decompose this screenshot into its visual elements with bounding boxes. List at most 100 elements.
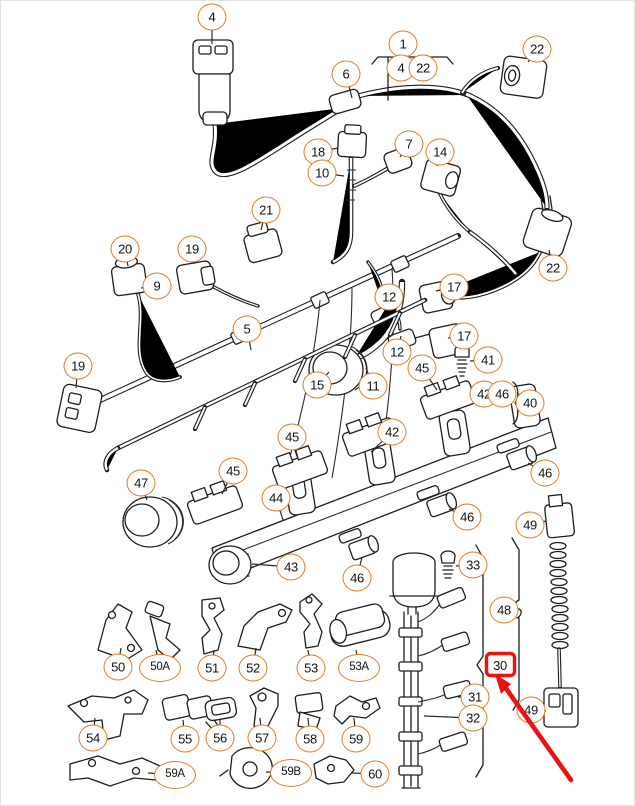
callout-label: 58: [303, 731, 317, 747]
callout-label: 41: [481, 352, 495, 368]
callout-48[interactable]: 48: [489, 596, 519, 624]
bracket-59A: [69, 755, 161, 787]
callout-30[interactable]: 30: [485, 654, 515, 676]
callout-6[interactable]: 6: [331, 60, 361, 88]
callout-57[interactable]: 57: [247, 724, 277, 752]
callout-label: 46: [495, 386, 509, 402]
callout-label: 48: [497, 602, 511, 618]
callout-label: 46: [538, 465, 552, 481]
callout-43[interactable]: 43: [276, 553, 306, 581]
callout-59[interactable]: 59: [341, 725, 371, 753]
connector-19-mid: [175, 260, 260, 308]
callout-49[interactable]: 49: [516, 696, 546, 724]
callout-label: 4: [208, 9, 216, 25]
callout-label: 33: [466, 557, 480, 573]
callout-45[interactable]: 45: [277, 423, 307, 451]
callout-46[interactable]: 46: [487, 380, 517, 408]
connector-4: [192, 39, 234, 126]
bracket-50A: [144, 600, 181, 661]
callout-label: 40: [523, 395, 537, 411]
callout-54[interactable]: 54: [78, 724, 108, 752]
connector-21: [243, 221, 283, 264]
connectors-46: [338, 438, 538, 561]
bracket-57: [249, 687, 279, 731]
callout-22[interactable]: 22: [538, 254, 568, 282]
callout-label: 53A: [349, 661, 369, 674]
callout-label: 55: [178, 731, 192, 747]
callout-11[interactable]: 11: [358, 372, 388, 400]
callout-45[interactable]: 45: [218, 457, 248, 485]
callout-label: 59B: [281, 766, 301, 779]
sleeve-53A: [329, 603, 391, 647]
callout-46[interactable]: 46: [530, 459, 560, 487]
bracket-56: [204, 696, 238, 729]
bracket-55: [161, 693, 219, 737]
callout-22[interactable]: 22: [408, 54, 438, 82]
callout-10[interactable]: 10: [307, 159, 337, 187]
callout-label: 19: [71, 358, 85, 374]
callout-label: 59A: [165, 768, 185, 781]
callout-46[interactable]: 46: [452, 503, 482, 531]
callout-label: 30: [493, 657, 507, 673]
bolt-33: [440, 550, 456, 579]
callout-label: 17: [457, 328, 471, 344]
callout-58[interactable]: 58: [295, 725, 325, 753]
callout-60[interactable]: 60: [360, 760, 390, 788]
callout-label: 44: [269, 490, 283, 506]
callout-49[interactable]: 49: [515, 511, 545, 539]
callout-label: 22: [530, 41, 544, 57]
callout-12[interactable]: 12: [382, 338, 412, 366]
callout-17[interactable]: 17: [439, 273, 469, 301]
callout-45[interactable]: 45: [407, 354, 437, 382]
callout-label: 49: [524, 702, 538, 718]
callout-15[interactable]: 15: [302, 371, 332, 399]
callout-52[interactable]: 52: [238, 654, 268, 682]
callout-19[interactable]: 19: [177, 235, 207, 263]
callout-label: 54: [86, 730, 100, 746]
callout-20[interactable]: 20: [110, 235, 140, 263]
callout-22[interactable]: 22: [522, 35, 552, 63]
callout-19[interactable]: 19: [63, 352, 93, 380]
callout-label: 18: [311, 144, 325, 160]
callout-label: 45: [226, 463, 240, 479]
callout-50[interactable]: 50: [103, 653, 133, 681]
callout-label: 15: [310, 377, 324, 393]
callout-4[interactable]: 4: [197, 3, 227, 31]
callout-14[interactable]: 14: [425, 138, 455, 166]
callout-47[interactable]: 47: [126, 469, 156, 497]
callout-32[interactable]: 32: [458, 704, 488, 732]
callout-55[interactable]: 55: [170, 725, 200, 753]
callout-label: 10: [315, 165, 329, 181]
sleeve-6: [328, 88, 362, 115]
callout-33[interactable]: 33: [458, 551, 488, 579]
callout-59B[interactable]: 59B: [270, 759, 312, 787]
connector-20-lead-9: [110, 256, 182, 383]
bracket-58: [294, 692, 324, 731]
clamp-59B: [219, 747, 273, 789]
rail-5: [103, 297, 428, 473]
callout-label: 50A: [150, 661, 170, 674]
callout-53[interactable]: 53: [296, 654, 326, 682]
callout-17[interactable]: 17: [449, 322, 479, 350]
callout-1[interactable]: 1: [388, 30, 418, 58]
callout-59A[interactable]: 59A: [154, 761, 196, 789]
callout-40[interactable]: 40: [515, 389, 545, 417]
callout-53A[interactable]: 53A: [338, 654, 380, 682]
callout-label: 43: [284, 559, 298, 575]
callout-12[interactable]: 12: [374, 283, 404, 311]
callout-46[interactable]: 46: [342, 564, 372, 592]
callout-51[interactable]: 51: [197, 654, 227, 682]
callout-41[interactable]: 41: [473, 346, 503, 374]
callout-50A[interactable]: 50A: [139, 654, 181, 682]
callout-9[interactable]: 9: [142, 272, 172, 300]
callout-label: 56: [213, 730, 227, 746]
callout-44[interactable]: 44: [261, 484, 291, 512]
callout-56[interactable]: 56: [205, 724, 235, 752]
callout-5[interactable]: 5: [232, 315, 262, 343]
harness-30-loom: [398, 586, 473, 789]
callout-42[interactable]: 42: [377, 418, 407, 446]
callout-21[interactable]: 21: [251, 196, 281, 224]
callout-7[interactable]: 7: [394, 130, 424, 158]
bracket-51: [201, 597, 225, 655]
